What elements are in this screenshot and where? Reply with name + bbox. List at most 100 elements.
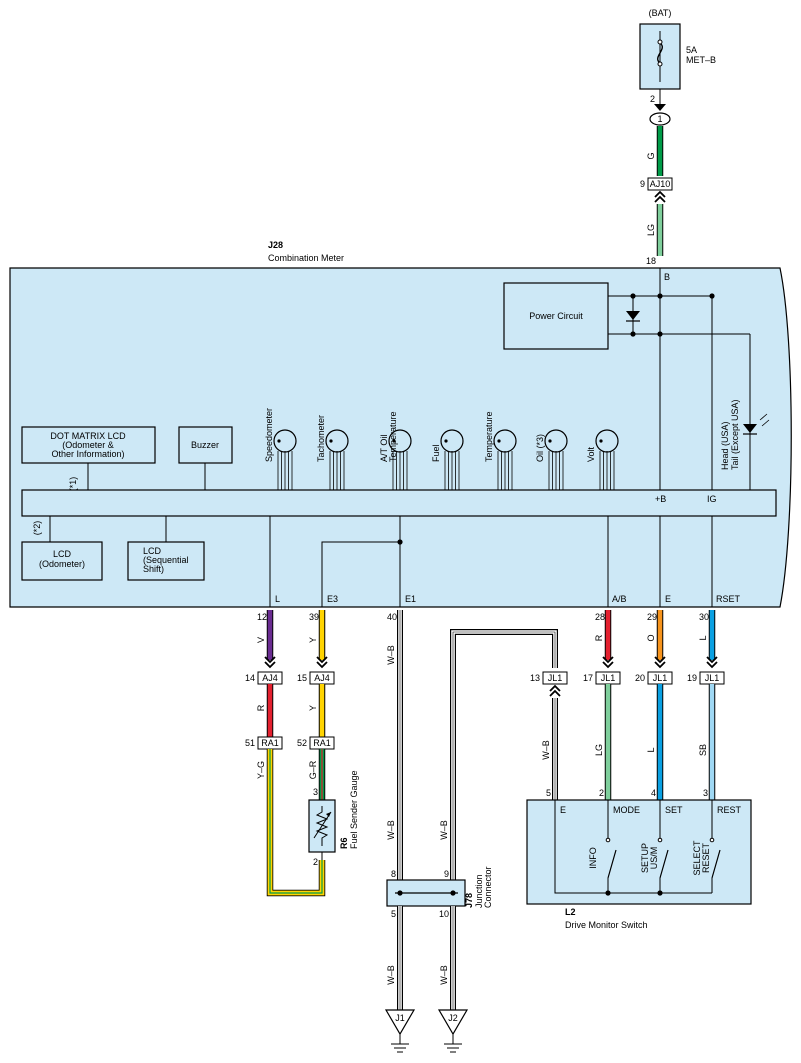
switch-pin-number: 4 xyxy=(651,788,656,798)
switch-id: L2 xyxy=(565,907,576,917)
gauge-pivot xyxy=(444,439,448,443)
gauge-label: Temperature xyxy=(388,411,398,462)
switch-icon xyxy=(607,849,617,879)
power-circuit-box xyxy=(503,282,609,350)
wire-label: L xyxy=(698,635,708,640)
connector-jl1-label: JL1 xyxy=(653,673,668,683)
meter-pin-name: E3 xyxy=(327,594,338,604)
junction-name: Connector xyxy=(483,866,493,908)
connector-aj10[interactable] xyxy=(647,177,673,191)
wire-label: G–R xyxy=(308,760,318,779)
led-icon xyxy=(759,413,768,421)
ground-label: J2 xyxy=(448,1013,458,1023)
meter-pin-name: RSET xyxy=(716,594,741,604)
switch-pin-name: SET xyxy=(665,805,683,815)
lcd-shift-label: (Sequential xyxy=(143,555,189,565)
connector-jl1-pin: 20 xyxy=(635,673,645,683)
gauge-label: A/T Oil xyxy=(379,435,389,462)
fuel-sender-id: R6 xyxy=(339,837,349,849)
diode-icon xyxy=(626,311,640,320)
fuel-sender-name: Fuel Sender Gauge xyxy=(349,770,359,849)
junction-id: J78 xyxy=(464,893,474,908)
connector-chevron xyxy=(549,684,561,692)
junction-dot xyxy=(397,890,403,896)
lcd-shift-label: Shift) xyxy=(143,564,164,574)
junction-dot xyxy=(450,890,456,896)
wire-label: Y–G xyxy=(256,761,266,779)
gauge-icon xyxy=(595,429,619,453)
meter-bus xyxy=(21,489,777,517)
switch-label: INFO xyxy=(588,847,598,869)
resistor-icon xyxy=(326,812,331,817)
junction-pin: 9 xyxy=(444,869,449,879)
junction-name: Junction xyxy=(474,874,484,908)
switch-pin-number: 3 xyxy=(703,788,708,798)
junction-dot xyxy=(397,539,403,545)
power-circuit-label: Power Circuit xyxy=(529,311,583,321)
meter-pin-name: E1 xyxy=(405,594,416,604)
wire-label: Y xyxy=(308,705,318,711)
ground-triangle xyxy=(384,1009,416,1036)
meter-id: J28 xyxy=(268,240,283,250)
wire-label: W–B xyxy=(386,965,396,985)
gauge-pivot xyxy=(277,439,281,443)
wire-label: W–B xyxy=(439,820,449,840)
ground-triangle xyxy=(437,1009,469,1036)
switch-name: Drive Monitor Switch xyxy=(565,920,648,930)
gauge-pivot xyxy=(392,439,396,443)
connector-jl1-label: JL1 xyxy=(548,673,563,683)
connector-jl1-label: JL1 xyxy=(705,673,720,683)
connector-ra1-right-pin: 52 xyxy=(297,738,307,748)
gauge-icon xyxy=(493,429,517,453)
connector-chevron xyxy=(602,661,614,669)
wire-label-g: G xyxy=(646,152,656,159)
gauge-icon xyxy=(273,429,297,453)
junction-dot xyxy=(657,293,663,299)
connector-aj10-pin: 9 xyxy=(640,179,645,189)
connector-chevron xyxy=(264,661,276,669)
meter-pin-number: 40 xyxy=(387,612,397,622)
switch-contact xyxy=(605,837,611,843)
connector-chevron xyxy=(264,656,276,664)
fuse-pin: 2 xyxy=(650,94,655,104)
switch-label: US/M xyxy=(649,847,659,870)
connector-chevron xyxy=(706,656,718,664)
connector-jl1-pin: 13 xyxy=(530,673,540,683)
gauge-label: Volt xyxy=(586,446,596,462)
dot-matrix-label: (Odometer & xyxy=(62,440,114,450)
fuel-sender-pin: 3 xyxy=(313,787,318,797)
connector-aj4-left-label: AJ4 xyxy=(262,673,278,683)
junction-dot xyxy=(630,331,636,337)
buzzer-label: Buzzer xyxy=(191,440,219,450)
wire-label: W–B xyxy=(541,740,551,760)
resistor-icon xyxy=(313,811,332,839)
connector-chevron xyxy=(316,656,328,664)
switch-icon xyxy=(659,849,669,879)
lcd-shift-label: LCD xyxy=(143,546,162,556)
gauge-pivot xyxy=(548,439,552,443)
switch-pin-number: 2 xyxy=(599,788,604,798)
arrow-icon xyxy=(654,104,666,111)
meter-pin-number: 30 xyxy=(699,612,709,622)
connector-aj4-left-pin: 14 xyxy=(245,673,255,683)
wire-label-lg: LG xyxy=(646,224,656,236)
connector-chevron xyxy=(654,661,666,669)
switch-icon xyxy=(711,849,721,879)
junction-pin: 10 xyxy=(439,909,449,919)
wire-wb-core xyxy=(452,631,556,880)
led-icon xyxy=(743,424,757,433)
buzzer-box xyxy=(178,426,233,464)
meter-pin-name: L xyxy=(275,594,280,604)
junction-dot xyxy=(630,293,636,299)
switch-pin-number: 5 xyxy=(546,788,551,798)
wire-label: SB xyxy=(698,744,708,756)
connector-jl1[interactable] xyxy=(542,671,568,685)
meter-pin-name: A/B xyxy=(612,594,627,604)
bus-label-ig: IG xyxy=(707,494,717,504)
wire-label: W–B xyxy=(439,965,449,985)
wire-label: R xyxy=(256,704,266,711)
junction-pin: 5 xyxy=(391,909,396,919)
connector-ra1-right-label: RA1 xyxy=(313,738,331,748)
lcd-shift-box xyxy=(127,541,205,581)
